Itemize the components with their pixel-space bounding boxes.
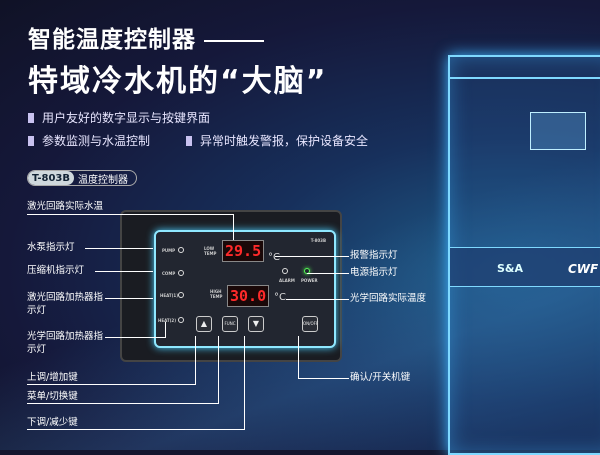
onoff-button[interactable]: ON/OFF (302, 316, 318, 332)
callout-low-temp: 激光回路实际水温 (27, 201, 104, 212)
callout-line (298, 378, 349, 379)
callout-line (105, 337, 165, 338)
low-temp-display: 29.5 (222, 240, 265, 262)
feature-1: 用户友好的数字显示与按键界面 (28, 109, 210, 126)
callout-line (244, 336, 245, 430)
callout-comp: 压缩机指示灯 (27, 265, 85, 276)
callout-line (165, 322, 166, 338)
machine-model: CWF (568, 262, 599, 276)
callout-func: 菜单/切换键 (27, 391, 78, 402)
headline: 智能温度控制器 (28, 20, 264, 54)
callout-line (286, 299, 349, 300)
callout-pump: 水泵指示灯 (27, 242, 75, 253)
callout-onoff: 确认/开关机键 (350, 372, 411, 383)
machine-controller (530, 112, 586, 150)
pump-label: PUMP (162, 248, 176, 253)
controller-panel: T-803B PUMP COMP HEAT(1) HEAT(2) LOW TEM… (120, 210, 342, 362)
callout-line (298, 336, 299, 379)
callout-line (105, 298, 153, 299)
power-label: POWER (301, 278, 318, 283)
callout-alarm: 报警指示灯 (350, 250, 398, 261)
callout-line (233, 214, 234, 240)
chiller-illustration: S&A CWF (448, 55, 600, 455)
comp-label: COMP (162, 271, 176, 276)
callout-down: 下调/减少键 (27, 417, 78, 428)
func-button[interactable]: FUNC (222, 316, 238, 332)
callout-line (27, 214, 234, 215)
subheadline: 特域冷水机的“大脑” (28, 64, 328, 99)
callout-line (307, 273, 349, 274)
feature-3: 异常时触发警报，保护设备安全 (186, 132, 368, 149)
machine-brand: S&A (497, 262, 524, 275)
high-unit: °C (274, 292, 286, 303)
callout-power: 电源指示灯 (350, 267, 398, 278)
callout-line (27, 429, 245, 430)
high-temp-label: HIGH TEMP (210, 289, 223, 299)
callout-line (85, 248, 153, 249)
high-temp-display: 30.0 (227, 285, 270, 307)
callout-line (95, 271, 153, 272)
panel-model: T-803B (310, 238, 326, 243)
pump-led (178, 247, 184, 253)
callout-up: 上调/增加键 (27, 372, 78, 383)
callout-heat1: 激光回路加热器指示灯 (27, 292, 104, 316)
down-button[interactable]: ▼ (248, 316, 264, 332)
callout-high-temp: 光学回路实际温度 (350, 293, 427, 304)
heat1-led (178, 292, 184, 298)
callout-line (27, 384, 195, 385)
low-temp-label: LOW TEMP (204, 246, 217, 256)
callout-line (27, 403, 219, 404)
callout-line (195, 336, 196, 385)
callout-line (275, 256, 349, 257)
heat2-label: HEAT(2) (158, 318, 177, 323)
feature-2: 参数监测与水温控制 (28, 132, 150, 149)
callout-line (218, 336, 219, 404)
comp-led (178, 270, 184, 276)
heat1-label: HEAT(1) (160, 293, 179, 298)
alarm-led (282, 268, 288, 274)
alarm-label: ALARM (279, 278, 295, 283)
up-button[interactable]: ▲ (196, 316, 212, 332)
callout-heat2: 光学回路加热器指示灯 (27, 331, 104, 355)
heat2-led (178, 317, 184, 323)
low-unit: °C (268, 252, 280, 263)
